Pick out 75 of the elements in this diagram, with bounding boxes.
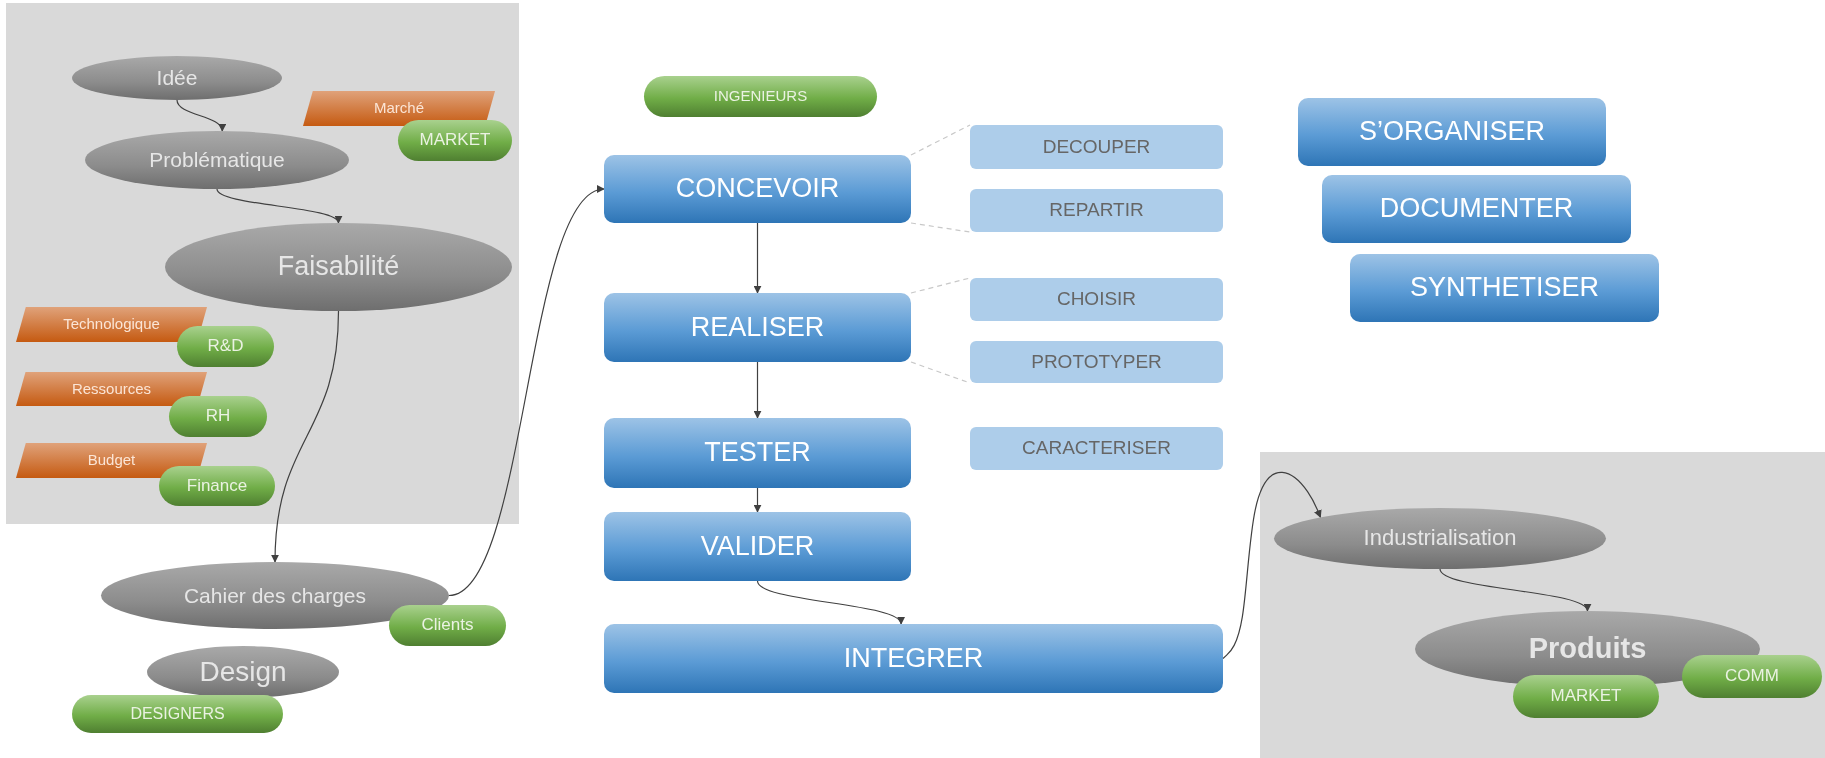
oval-node (85, 131, 349, 189)
pill-node (644, 76, 877, 117)
node-label: R&D (207, 337, 244, 356)
node-label: INGENIEURS (713, 88, 808, 105)
process-box (1298, 98, 1606, 166)
node-label: Industrialisation (1363, 526, 1517, 551)
task-box (970, 189, 1223, 232)
arrow (448, 188, 605, 597)
node-label: Design (199, 656, 287, 688)
node-label: CHOISIR (1056, 289, 1137, 310)
pill-node (389, 605, 506, 646)
node-label: Produits (1528, 633, 1647, 665)
dashed-connector (910, 124, 971, 156)
arrow (1222, 471, 1322, 660)
pill-node (72, 695, 283, 733)
node-label: MARKET (419, 131, 491, 150)
node-label: TESTER (704, 438, 811, 468)
node-label: DECOUPER (1042, 136, 1151, 158)
arrow (753, 222, 762, 294)
node-label: DESIGNERS (130, 705, 225, 723)
process-box (604, 624, 1223, 693)
process-box (1350, 254, 1659, 322)
task-box (970, 427, 1223, 470)
pill-node (398, 120, 512, 161)
node-label: Finance (186, 476, 248, 496)
arrow (753, 361, 762, 419)
node-label: Ressources (71, 380, 152, 398)
node-label: INTEGRER (843, 643, 984, 674)
node-label: REPARTIR (1049, 200, 1144, 221)
task-box (970, 341, 1223, 383)
arrow (756, 580, 902, 625)
node-label: Marché (374, 100, 424, 117)
node-label: COMM (1725, 667, 1779, 686)
oval-node (72, 56, 282, 100)
task-box (970, 278, 1223, 321)
oval-node (147, 646, 339, 698)
node-label: RH (205, 407, 231, 426)
arrow (753, 487, 762, 513)
task-box (970, 125, 1223, 169)
node-label: CARACTERISER (1022, 438, 1171, 459)
pill-node (1513, 675, 1659, 718)
dashed-connector (910, 277, 971, 294)
node-label: Faisabilité (277, 252, 400, 282)
oval-node (1274, 508, 1606, 569)
node-label: Budget (87, 452, 136, 469)
node-label: S’ORGANISER (1358, 117, 1545, 147)
process-box (604, 512, 911, 581)
pill-node (169, 396, 267, 437)
arrow (271, 310, 340, 563)
process-box (1322, 175, 1631, 243)
pill-node (159, 466, 275, 506)
arrow (216, 188, 340, 224)
parallelogram-node (16, 307, 207, 342)
node-label: REALISER (690, 312, 825, 343)
oval-node (165, 223, 512, 311)
parallelogram-node (16, 372, 207, 406)
process-box (604, 418, 911, 488)
node-label: Technologique (63, 316, 160, 333)
process-box (604, 155, 911, 223)
node-label: Clients (421, 616, 474, 635)
node-label: DOCUMENTER (1379, 194, 1574, 224)
node-label: MARKET (1550, 687, 1622, 706)
dashed-connector (910, 222, 971, 233)
node-label: Idée (156, 66, 198, 90)
node-label: CONCEVOIR (675, 174, 840, 204)
node-label: SYNTHETISER (1410, 273, 1599, 303)
process-box (604, 293, 911, 362)
arrow (1439, 568, 1589, 612)
node-label: Problématique (149, 148, 285, 172)
node-label: PROTOTYPER (1031, 351, 1162, 373)
node-label: Cahier des charges (183, 583, 367, 608)
arrow (176, 99, 225, 132)
pill-node (1682, 655, 1822, 698)
pill-node (177, 326, 274, 367)
node-label: VALIDER (700, 531, 815, 562)
